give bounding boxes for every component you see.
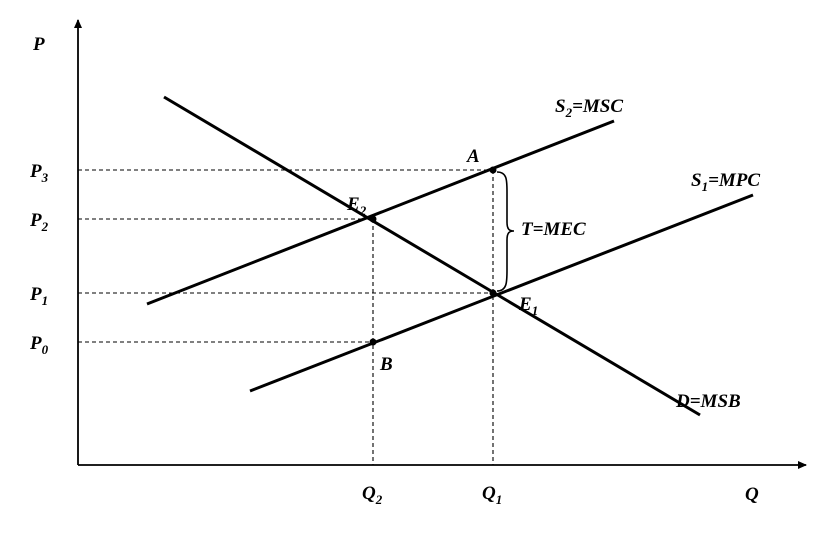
y-axis-label: P	[32, 34, 45, 55]
point-b-marker	[369, 338, 377, 346]
point-e1-label: E1	[518, 294, 538, 318]
msb-demand-curve	[163, 95, 701, 417]
point-b-label: B	[379, 354, 393, 375]
point-a-marker	[489, 166, 497, 174]
point-a-label: A	[466, 146, 480, 167]
q1-label: Q1	[482, 483, 502, 507]
tax-brace	[496, 171, 515, 292]
mpc-supply-curve	[249, 193, 754, 393]
q2-label: Q2	[362, 483, 383, 507]
point-e1-marker	[489, 289, 497, 297]
p3-label: P3	[29, 161, 49, 185]
msb-curve-label: D=MSB	[675, 391, 741, 412]
msc-curve-label: S2=MSC	[555, 96, 623, 120]
p2-label: P2	[29, 210, 49, 234]
mpc-curve-label: S1=MPC	[691, 170, 760, 194]
point-e2-label: E2	[346, 194, 367, 218]
x-axis-label: Q	[745, 484, 759, 505]
point-e2-marker	[369, 215, 377, 223]
tax-label: T=MEC	[521, 219, 586, 240]
p0-label: P0	[29, 333, 49, 357]
p1-label: P1	[29, 284, 48, 308]
msc-supply-curve	[146, 119, 615, 306]
